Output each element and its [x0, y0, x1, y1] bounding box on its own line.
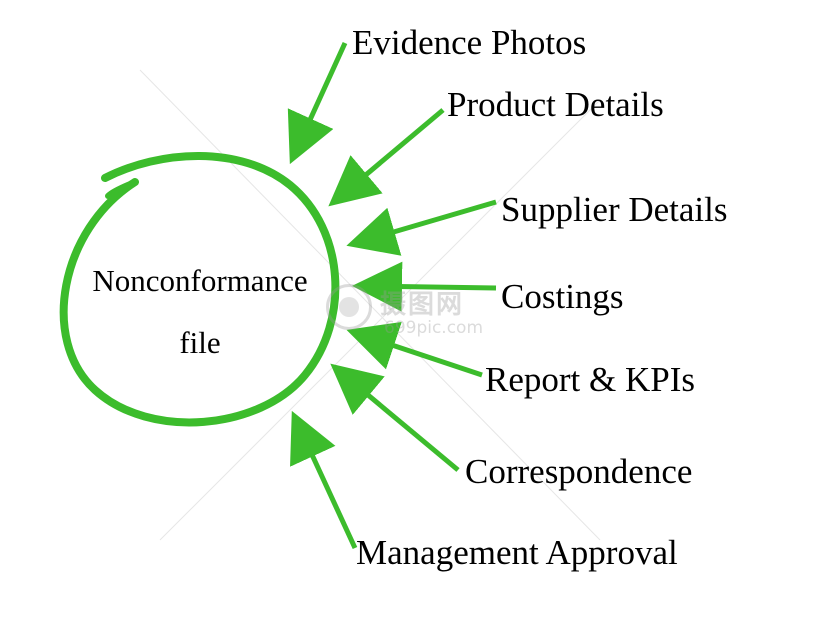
center-circle: [59, 152, 340, 427]
arrow-evidence-photos: [287, 41, 348, 165]
label-evidence-photos: Evidence Photos: [352, 23, 587, 62]
camera-lens-icon: [326, 284, 372, 330]
watermark-name: 摄图网: [380, 290, 465, 320]
arrow-management-approval: [290, 410, 358, 550]
label-costings: Costings: [501, 277, 624, 316]
arrow-correspondence: [330, 363, 460, 472]
watermark: 摄图网 699pic.com: [322, 282, 502, 342]
center-title-line1: Nonconformance: [92, 263, 308, 298]
label-supplier-details: Supplier Details: [501, 190, 728, 229]
label-report-kpis: Report & KPIs: [485, 360, 695, 399]
arrow-report-kpis: [346, 321, 483, 378]
center-circle-inner: [105, 179, 138, 199]
center-title: Nonconformance file: [60, 250, 340, 374]
label-product-details: Product Details: [447, 85, 664, 124]
center-title-line2: file: [179, 325, 221, 360]
label-management-approval: Management Approval: [356, 533, 678, 572]
label-correspondence: Correspondence: [465, 452, 693, 491]
arrow-costings: [352, 261, 497, 312]
arrow-supplier-details: [346, 199, 497, 256]
watermark-site: 699pic.com: [384, 318, 484, 338]
arrows: [287, 41, 497, 550]
arrow-product-details: [328, 108, 445, 207]
